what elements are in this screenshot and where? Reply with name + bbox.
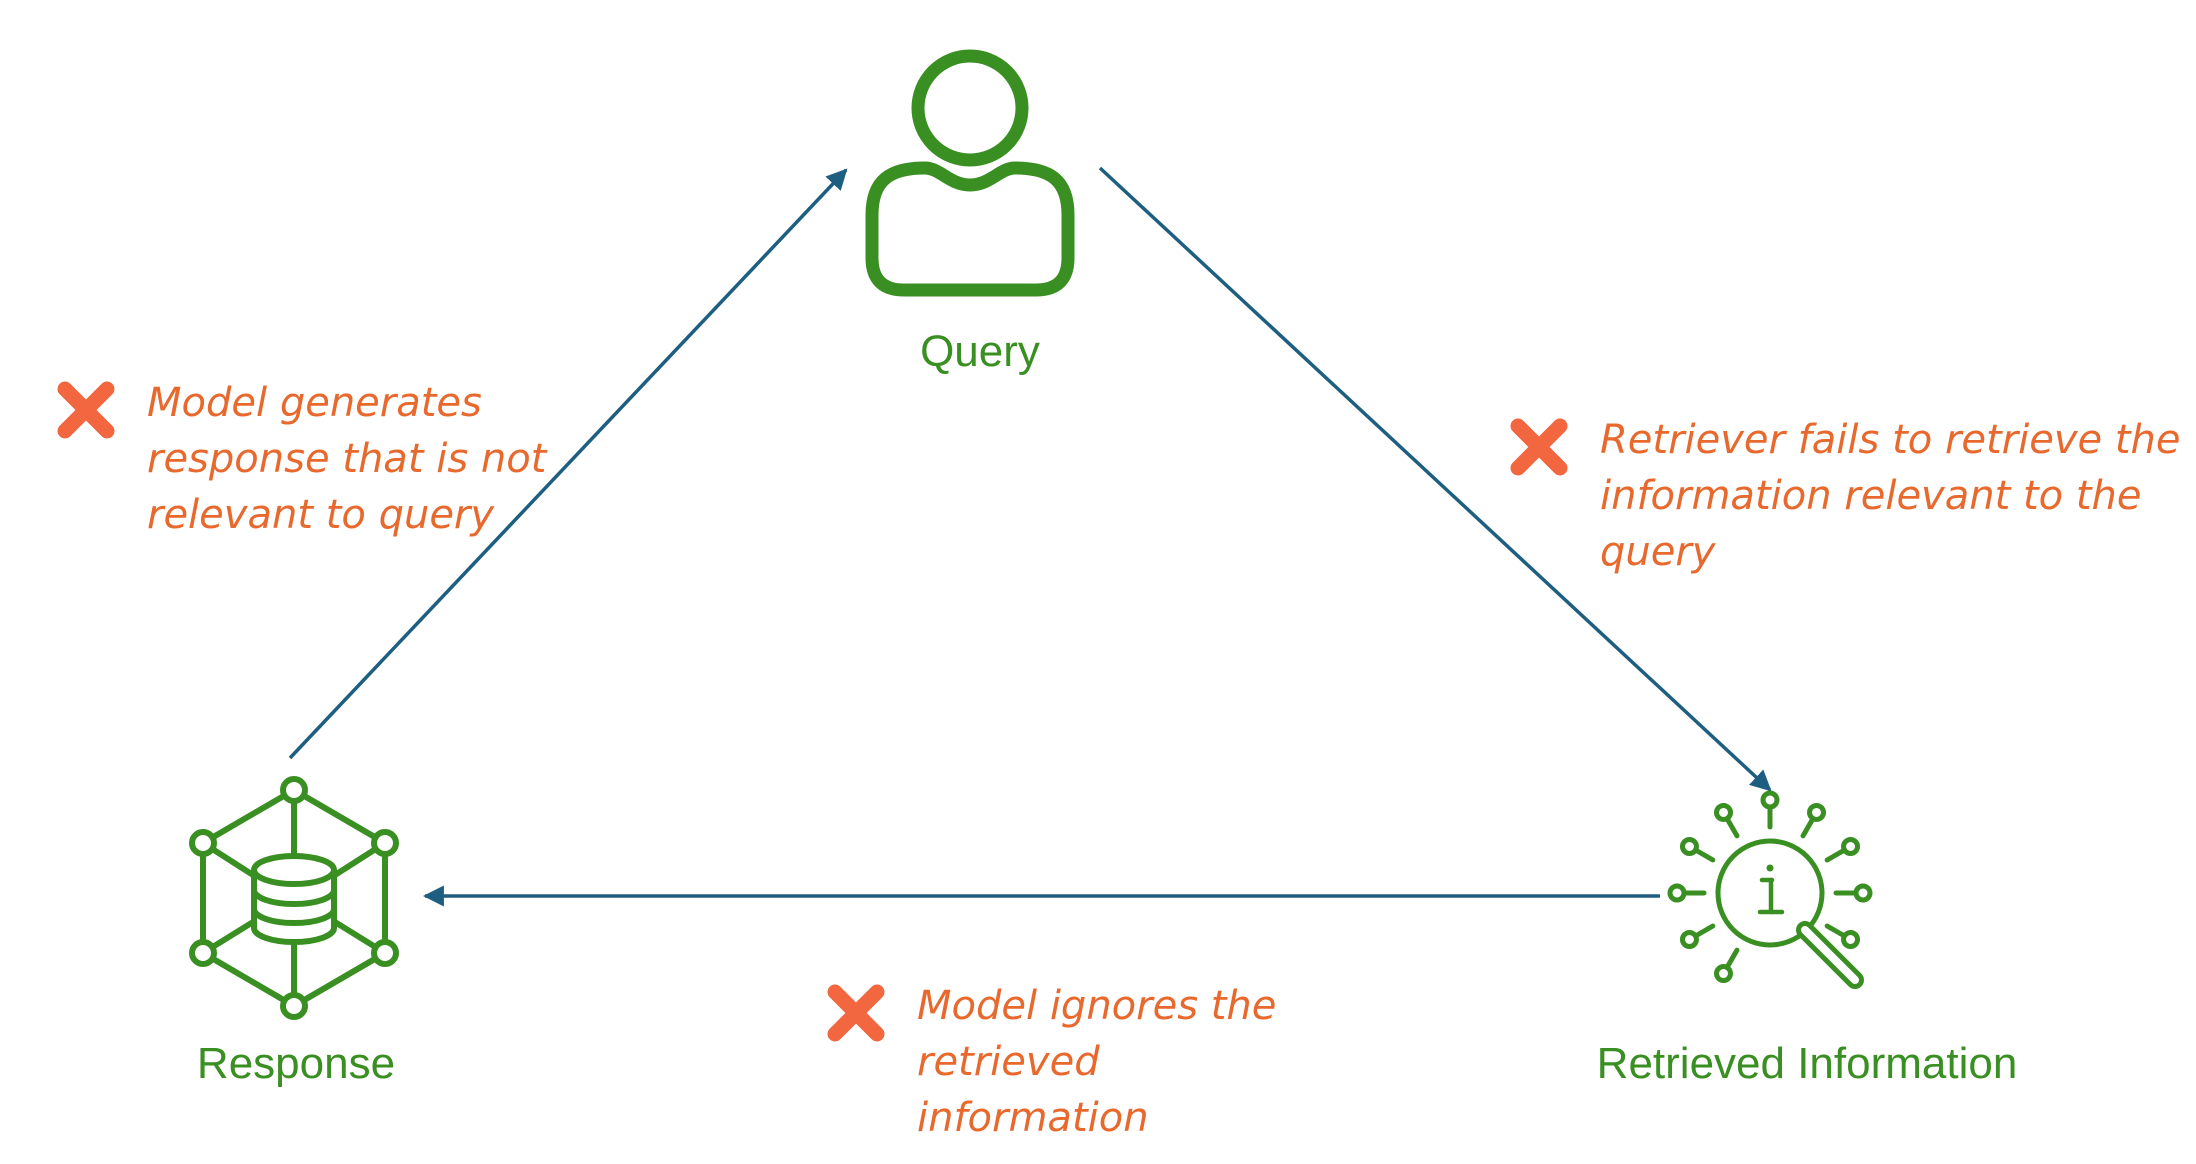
failure-irrelevant-response-line: response that is not xyxy=(147,436,547,482)
failure-retriever-line: information relevant to the xyxy=(1600,473,2142,519)
arrow-response-to-query xyxy=(288,168,848,760)
failure-ignores-retrieved: Model ignores the retrieved information xyxy=(825,978,1276,1146)
person-icon xyxy=(865,49,1075,297)
failure-ignores-retrieved-line: information xyxy=(917,1095,1149,1141)
spoke-node xyxy=(1714,802,1733,822)
spoke-node xyxy=(1841,837,1861,856)
failure-irrelevant-response-line: Model generates xyxy=(147,380,482,426)
spoke-node xyxy=(1679,930,1699,949)
failure-retriever-line: Retriever fails to retrieve the xyxy=(1600,417,2181,463)
arrow-query-to-retrieved xyxy=(1098,166,1772,792)
spoke-node xyxy=(1807,802,1826,822)
retrieved-information-label: Retrieved Information xyxy=(1596,1039,2018,1088)
spoke xyxy=(1824,847,1847,863)
failure-ignores-retrieved-line: retrieved xyxy=(917,1039,1100,1085)
x-mark-icon xyxy=(827,984,885,1042)
spoke-node xyxy=(1853,883,1873,903)
info-magnifier-icon xyxy=(1667,790,1873,989)
spoke xyxy=(1693,847,1716,863)
spoke-node xyxy=(1760,790,1780,810)
spoke xyxy=(1693,923,1716,939)
spoke-node xyxy=(1667,883,1687,903)
failure-retriever: Retriever fails to retrieve the informat… xyxy=(1508,412,2181,580)
failure-irrelevant-response: Model generates response that is not rel… xyxy=(55,375,546,543)
x-mark-icon xyxy=(1510,418,1568,476)
failure-irrelevant-response-text: Model generates response that is not rel… xyxy=(147,375,546,543)
spoke xyxy=(1800,816,1816,839)
spoke xyxy=(1724,816,1740,839)
spoke-node xyxy=(1679,837,1699,856)
spoke xyxy=(1724,947,1740,970)
failure-irrelevant-response-line: relevant to query xyxy=(147,492,495,538)
query-label: Query xyxy=(920,327,1040,376)
failure-retriever-line: query xyxy=(1600,529,1716,575)
spoke-node xyxy=(1841,930,1861,949)
failure-retriever-text: Retriever fails to retrieve the informat… xyxy=(1600,412,2181,580)
database-network-icon xyxy=(189,776,399,1020)
failure-ignores-retrieved-text: Model ignores the retrieved information xyxy=(917,978,1276,1146)
response-label: Response xyxy=(196,1039,396,1088)
x-mark-icon xyxy=(57,381,115,439)
failure-ignores-retrieved-line: Model ignores the xyxy=(917,983,1277,1029)
spoke xyxy=(1824,923,1847,939)
spoke-node xyxy=(1714,964,1733,984)
